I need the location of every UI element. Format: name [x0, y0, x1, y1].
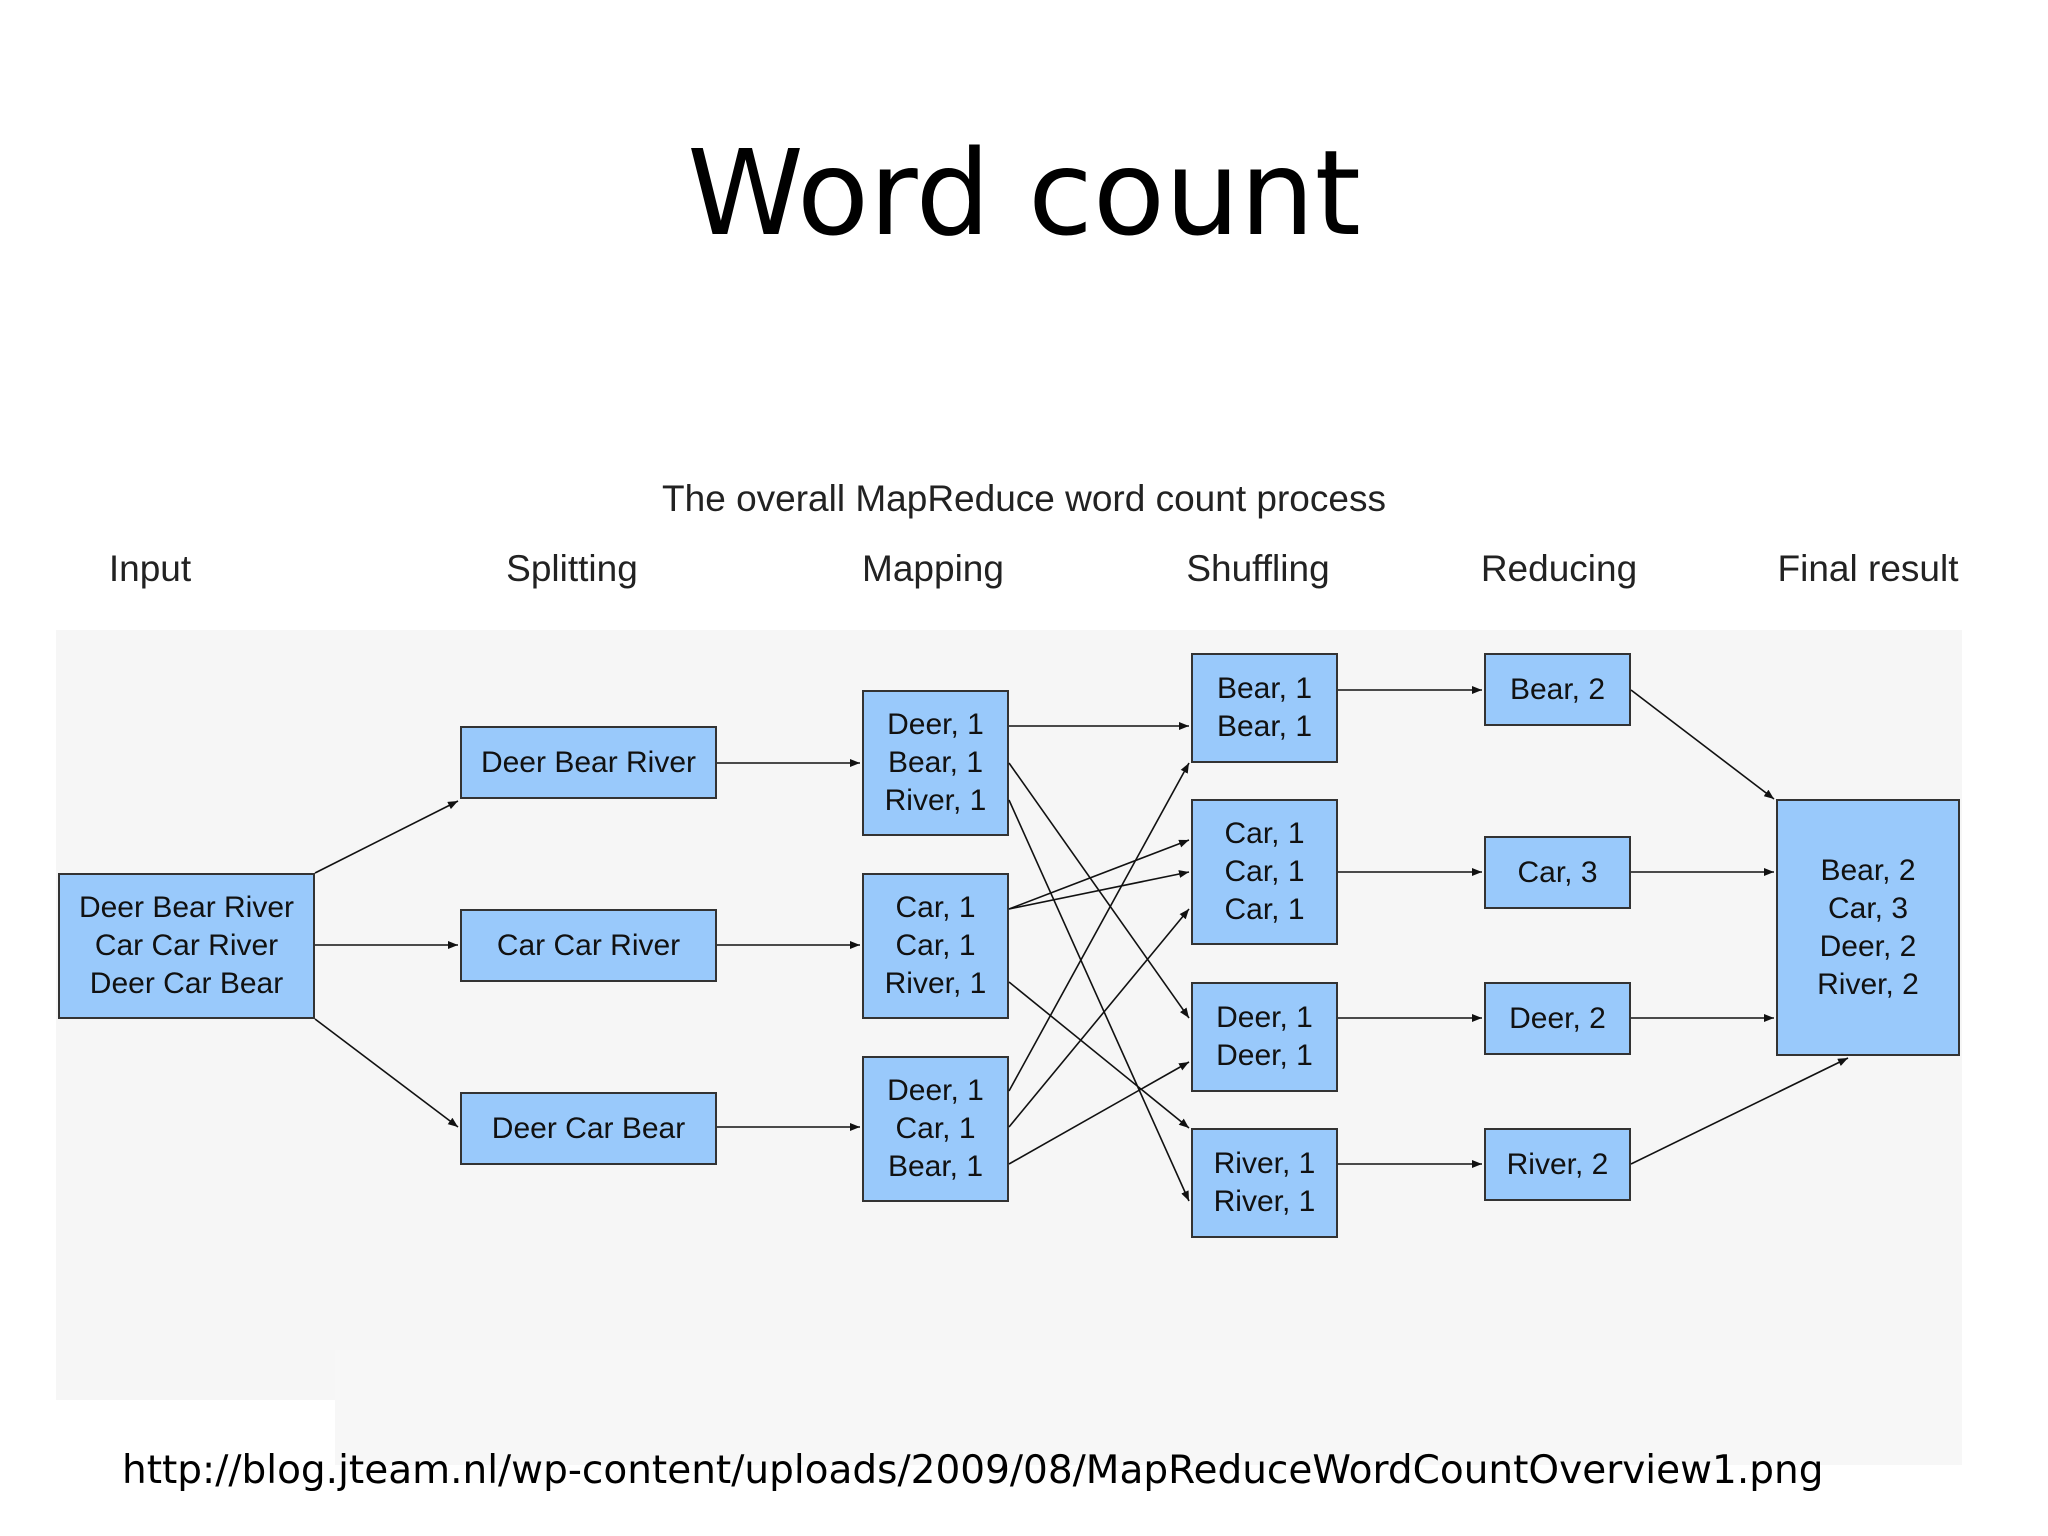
split-line: Deer Car Bear — [491, 1111, 686, 1145]
map-box-3: Deer, 1 Car, 1 Bear, 1 — [862, 1056, 1009, 1202]
reduce-line: Bear, 2 — [1509, 672, 1606, 706]
shuffle-box-deer: Deer, 1 Deer, 1 — [1191, 982, 1338, 1092]
stage-label-reducing: Reducing — [1480, 548, 1638, 589]
stage-label-final-result: Final result — [1777, 548, 1959, 589]
reduce-line: Deer, 2 — [1509, 1001, 1606, 1035]
final-line: Car, 3 — [1827, 891, 1909, 925]
shuffle-line: River, 1 — [1213, 1185, 1316, 1218]
map-line: Bear, 1 — [887, 1150, 984, 1183]
diagram-title: The overall MapReduce word count process — [662, 478, 1386, 519]
diagram-background-lower — [335, 1350, 1962, 1465]
map-line: Deer, 1 — [887, 1074, 984, 1107]
reduce-box-deer: Deer, 2 — [1484, 982, 1631, 1055]
reduce-box-river: River, 2 — [1484, 1128, 1631, 1201]
source-url: http://blog.jteam.nl/wp-content/uploads/… — [122, 1448, 1824, 1493]
shuffle-line: Bear, 1 — [1216, 672, 1313, 705]
split-box-2: Car Car River — [460, 909, 717, 982]
split-box-1: Deer Bear River — [460, 726, 717, 799]
shuffle-line: Car, 1 — [1224, 893, 1305, 926]
diagram-background — [56, 630, 1962, 1400]
split-line: Car Car River — [496, 928, 681, 962]
input-box: Deer Bear River Car Car River Deer Car B… — [58, 873, 315, 1019]
shuffle-line: River, 1 — [1213, 1147, 1316, 1180]
input-line: Deer Bear River — [78, 891, 295, 924]
shuffle-line: Car, 1 — [1224, 855, 1305, 888]
map-box-1: Deer, 1 Bear, 1 River, 1 — [862, 690, 1009, 836]
reduce-box-car: Car, 3 — [1484, 836, 1631, 909]
map-line: Bear, 1 — [887, 746, 984, 779]
shuffle-box-car: Car, 1 Car, 1 Car, 1 — [1191, 799, 1338, 945]
final-line: River, 2 — [1817, 967, 1919, 1001]
slide-title: Word count — [687, 124, 1361, 262]
final-result-box: Bear, 2 Car, 3 Deer, 2 River, 2 — [1776, 799, 1960, 1056]
split-box-3: Deer Car Bear — [460, 1092, 717, 1165]
input-line: Deer Car Bear — [89, 967, 284, 1000]
shuffle-line: Deer, 1 — [1216, 1001, 1313, 1034]
final-line: Deer, 2 — [1819, 929, 1917, 963]
map-line: River, 1 — [884, 967, 987, 1000]
split-line: Deer Bear River — [480, 745, 697, 779]
reduce-line: Car, 3 — [1517, 855, 1598, 889]
reduce-line: River, 2 — [1506, 1147, 1609, 1181]
stage-label-shuffling: Shuffling — [1186, 548, 1330, 589]
map-line: River, 1 — [884, 784, 987, 817]
stage-label-input: Input — [108, 548, 192, 589]
shuffle-box-bear: Bear, 1 Bear, 1 — [1191, 653, 1338, 763]
input-line: Car Car River — [94, 929, 279, 962]
shuffle-line: Deer, 1 — [1216, 1039, 1313, 1072]
map-line: Car, 1 — [895, 929, 976, 962]
final-line: Bear, 2 — [1820, 853, 1916, 887]
stage-label-splitting: Splitting — [506, 548, 638, 589]
stage-label-mapping: Mapping — [862, 548, 1004, 589]
shuffle-box-river: River, 1 River, 1 — [1191, 1128, 1338, 1238]
shuffle-line: Bear, 1 — [1216, 710, 1313, 743]
map-line: Deer, 1 — [887, 708, 984, 741]
shuffle-line: Car, 1 — [1224, 817, 1305, 850]
map-box-2: Car, 1 Car, 1 River, 1 — [862, 873, 1009, 1019]
reduce-box-bear: Bear, 2 — [1484, 653, 1631, 726]
map-line: Car, 1 — [895, 891, 976, 924]
map-line: Car, 1 — [895, 1112, 976, 1145]
